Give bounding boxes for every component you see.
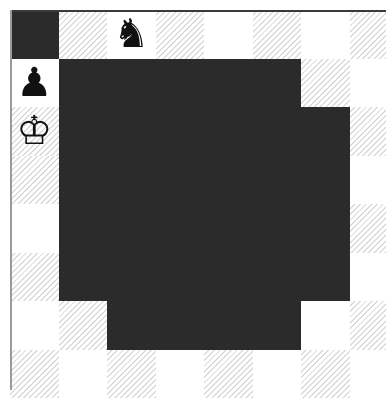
blocked-square-c4	[107, 204, 156, 253]
square-a6[interactable]: ♔	[10, 107, 59, 156]
square-d1[interactable]	[156, 350, 205, 399]
square-h3[interactable]	[350, 253, 386, 302]
blocked-square-g6	[301, 107, 350, 156]
square-h8[interactable]	[350, 10, 386, 59]
square-e8[interactable]	[204, 10, 253, 59]
blocked-square-d5	[156, 156, 205, 205]
blocked-square-f3	[253, 253, 302, 302]
blocked-square-e5	[204, 156, 253, 205]
board-rank-3	[10, 253, 386, 302]
square-h2[interactable]	[350, 301, 386, 350]
blocked-square-g3	[301, 253, 350, 302]
square-c1[interactable]	[107, 350, 156, 399]
blocked-square-d7	[156, 59, 205, 108]
blocked-square-c7	[107, 59, 156, 108]
square-b8[interactable]	[59, 10, 108, 59]
square-h5[interactable]	[350, 156, 386, 205]
square-g8[interactable]	[301, 10, 350, 59]
board-rank-5	[10, 156, 386, 205]
square-a3[interactable]	[10, 253, 59, 302]
blocked-square-c2	[107, 301, 156, 350]
black-knight-icon[interactable]: ♞	[113, 14, 149, 54]
square-b2[interactable]	[59, 301, 108, 350]
blocked-square-f5	[253, 156, 302, 205]
blocked-square-d6	[156, 107, 205, 156]
square-g1[interactable]	[301, 350, 350, 399]
chess-board: ♞ ♟ ♔	[10, 10, 386, 400]
blocked-square-d4	[156, 204, 205, 253]
blocked-square-e4	[204, 204, 253, 253]
blocked-square-d3	[156, 253, 205, 302]
blocked-square-b3	[59, 253, 108, 302]
square-a1[interactable]	[10, 350, 59, 399]
white-king-icon[interactable]: ♔	[16, 111, 52, 151]
board-rank-6: ♔	[10, 107, 386, 156]
blocked-square-b5	[59, 156, 108, 205]
board-rank-7: ♟	[10, 59, 386, 108]
blocked-square-e6	[204, 107, 253, 156]
blocked-square-b6	[59, 107, 108, 156]
blocked-square-c5	[107, 156, 156, 205]
square-a7[interactable]: ♟	[10, 59, 59, 108]
square-f8[interactable]	[253, 10, 302, 59]
square-h1[interactable]	[350, 350, 386, 399]
blocked-square-c6	[107, 107, 156, 156]
blocked-square-d2	[156, 301, 205, 350]
square-c8[interactable]: ♞	[107, 10, 156, 59]
blocked-square-b7	[59, 59, 108, 108]
board-rank-8: ♞	[10, 10, 386, 59]
square-b1[interactable]	[59, 350, 108, 399]
blocked-square-b4	[59, 204, 108, 253]
blocked-square-f2	[253, 301, 302, 350]
board-left-edge	[10, 10, 12, 390]
square-e1[interactable]	[204, 350, 253, 399]
square-f1[interactable]	[253, 350, 302, 399]
blocked-square-a8	[10, 10, 59, 59]
board-rank-1	[10, 350, 386, 399]
square-g2[interactable]	[301, 301, 350, 350]
square-a5[interactable]	[10, 156, 59, 205]
blocked-square-f7	[253, 59, 302, 108]
square-h7[interactable]	[350, 59, 386, 108]
blocked-square-g4	[301, 204, 350, 253]
blocked-square-f4	[253, 204, 302, 253]
blocked-square-g5	[301, 156, 350, 205]
square-h4[interactable]	[350, 204, 386, 253]
black-pawn-icon[interactable]: ♟	[16, 63, 52, 103]
square-a2[interactable]	[10, 301, 59, 350]
square-d8[interactable]	[156, 10, 205, 59]
board-rank-4	[10, 204, 386, 253]
board-rank-2	[10, 301, 386, 350]
board-top-edge	[10, 10, 386, 12]
blocked-square-c3	[107, 253, 156, 302]
blocked-square-f6	[253, 107, 302, 156]
square-g7[interactable]	[301, 59, 350, 108]
blocked-square-e2	[204, 301, 253, 350]
blocked-square-e7	[204, 59, 253, 108]
blocked-square-e3	[204, 253, 253, 302]
square-h6[interactable]	[350, 107, 386, 156]
square-a4[interactable]	[10, 204, 59, 253]
